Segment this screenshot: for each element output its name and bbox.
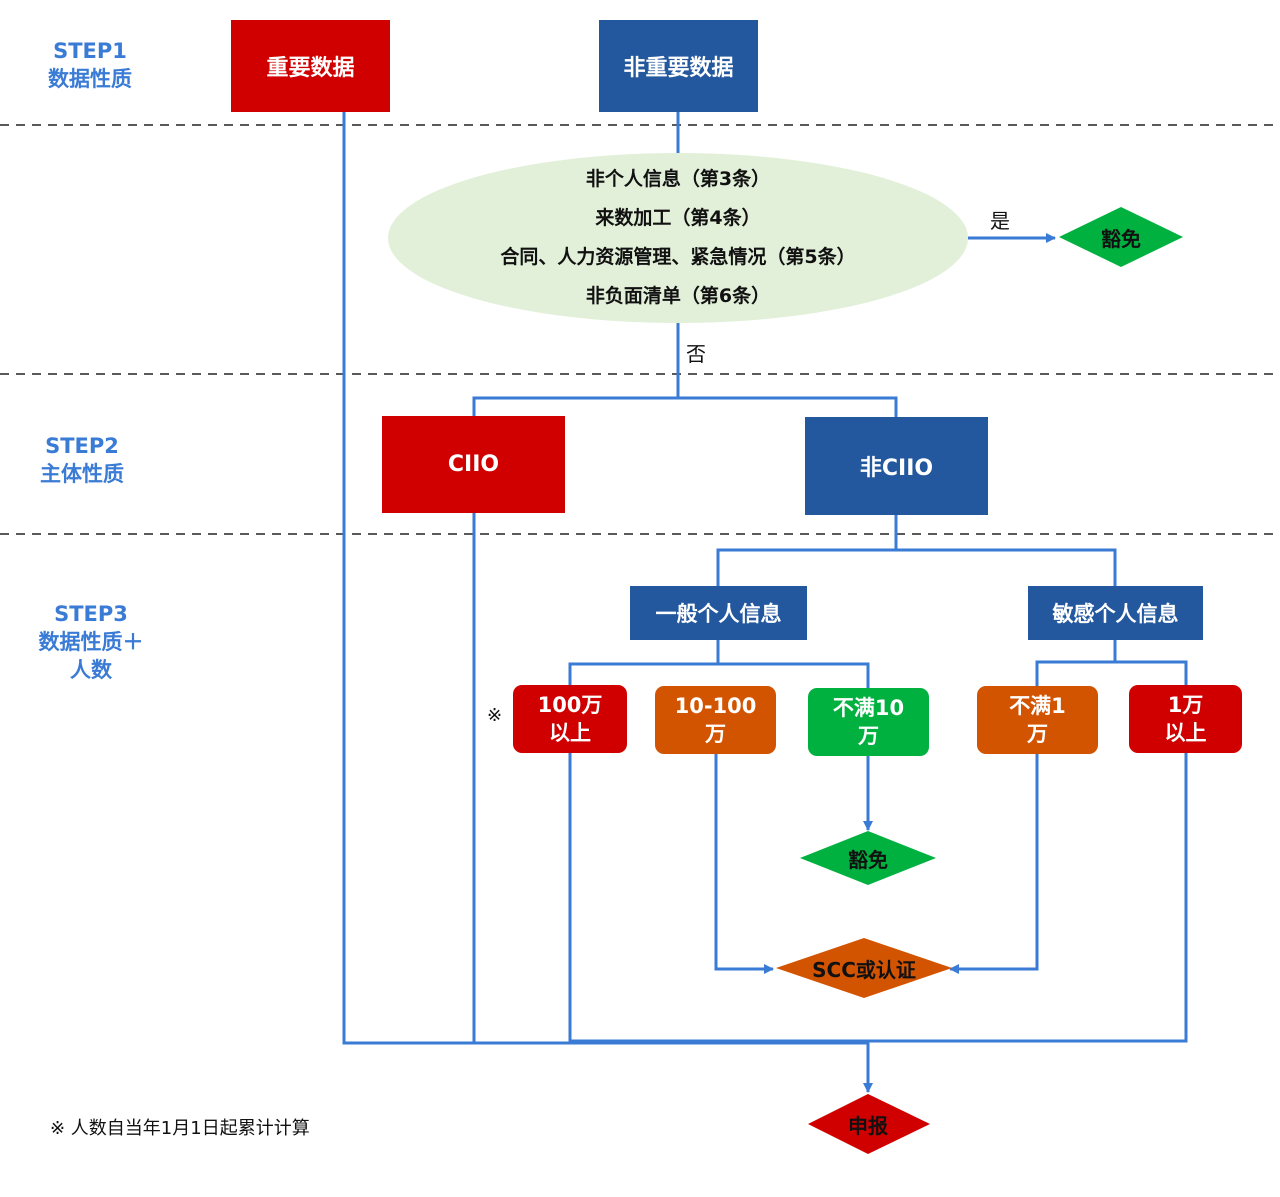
scc-label: SCC或认证 xyxy=(812,958,916,982)
threshold-under-10k: 不满1 万 xyxy=(977,686,1098,754)
threshold-text: 万 xyxy=(705,722,726,746)
threshold-under-100k: 不满10 万 xyxy=(808,688,929,756)
sensitive-pi-label: 敏感个人信息 xyxy=(1052,602,1179,626)
scc-diamond xyxy=(776,938,952,998)
step1-label: STEP1 数据性质 xyxy=(30,37,150,93)
condition-item: 非个人信息（第3条） xyxy=(585,168,771,190)
non-ciio-box: 非CIIO xyxy=(805,417,988,515)
step3-subtitle-line1: 数据性质＋ xyxy=(38,630,144,654)
exemption-conditions: 非个人信息（第3条） 来数加工（第4条） 合同、人力资源管理、紧急情况（第5条）… xyxy=(388,160,968,316)
connector-100k-1m xyxy=(714,754,774,974)
ciio-box: CIIO xyxy=(382,416,565,513)
connector-split-step3 xyxy=(716,548,1117,586)
exempt-diamond-top xyxy=(1059,207,1183,267)
step3-subtitle-line2: 人数 xyxy=(70,658,112,682)
threshold-text: 10-100 xyxy=(674,694,757,718)
threshold-text: 不满1 xyxy=(1009,694,1066,718)
declare-label: 申报 xyxy=(848,1114,888,1138)
threshold-over-10k: 1万以上 xyxy=(1129,685,1242,753)
condition-item: 来数加工（第4条） xyxy=(595,207,761,229)
threshold-text: 万 xyxy=(1027,722,1048,746)
threshold-text: 以上 xyxy=(1164,721,1207,745)
important-data-label: 重要数据 xyxy=(266,56,355,81)
step3-title: STEP3 xyxy=(54,602,128,626)
step2-subtitle: 主体性质 xyxy=(40,462,124,486)
condition-item: 合同、人力资源管理、紧急情况（第5条） xyxy=(500,246,856,268)
non-important-data-label: 非重要数据 xyxy=(623,56,734,81)
exempt-diamond-bottom xyxy=(800,831,936,885)
general-pi-box: 一般个人信息 xyxy=(630,586,807,640)
condition-item: 非负面清单（第6条） xyxy=(585,285,771,307)
important-data-box: 重要数据 xyxy=(231,20,390,112)
connector-important-data xyxy=(342,112,868,1045)
connector-over-1m xyxy=(568,753,868,1043)
non-ciio-label: 非CIIO xyxy=(859,456,934,481)
threshold-text: 100万 xyxy=(537,693,603,717)
exempt-label-bottom: 豁免 xyxy=(848,848,888,872)
threshold-100k-1m: 10-100 万 xyxy=(655,686,776,754)
threshold-text: 不满10 xyxy=(832,696,905,720)
connector-general-split xyxy=(568,662,870,688)
step3-label: STEP3 数据性质＋ 人数 xyxy=(26,600,156,684)
sensitive-pi-box: 敏感个人信息 xyxy=(1028,586,1203,640)
threshold-text: 万 xyxy=(857,724,879,748)
step1-title: STEP1 xyxy=(53,39,127,63)
connector-split-step2 xyxy=(472,396,898,417)
threshold-over-1m: 100万以上 xyxy=(513,685,627,753)
step1-subtitle: 数据性质 xyxy=(48,67,132,91)
step2-title: STEP2 xyxy=(45,434,119,458)
exempt-label-top: 豁免 xyxy=(1101,227,1141,251)
connector-over-10k xyxy=(868,753,1188,1043)
ciio-label: CIIO xyxy=(447,452,500,477)
non-important-data-box: 非重要数据 xyxy=(599,20,758,112)
yes-label: 是 xyxy=(990,209,1010,233)
threshold-text: 以上 xyxy=(549,721,591,745)
footnote: ※ 人数自当年1月1日起累计计算 xyxy=(50,1118,310,1139)
no-label: 否 xyxy=(686,342,706,366)
threshold-text: 1万 xyxy=(1167,693,1204,717)
connector-under-10k xyxy=(949,754,1039,974)
connector-sensitive-split xyxy=(1035,660,1188,686)
declare-diamond xyxy=(808,1094,930,1154)
general-pi-label: 一般个人信息 xyxy=(655,602,782,626)
step2-label: STEP2 主体性质 xyxy=(22,432,142,488)
exemption-conditions-ellipse xyxy=(388,153,968,323)
note-mark: ※ xyxy=(487,705,503,726)
